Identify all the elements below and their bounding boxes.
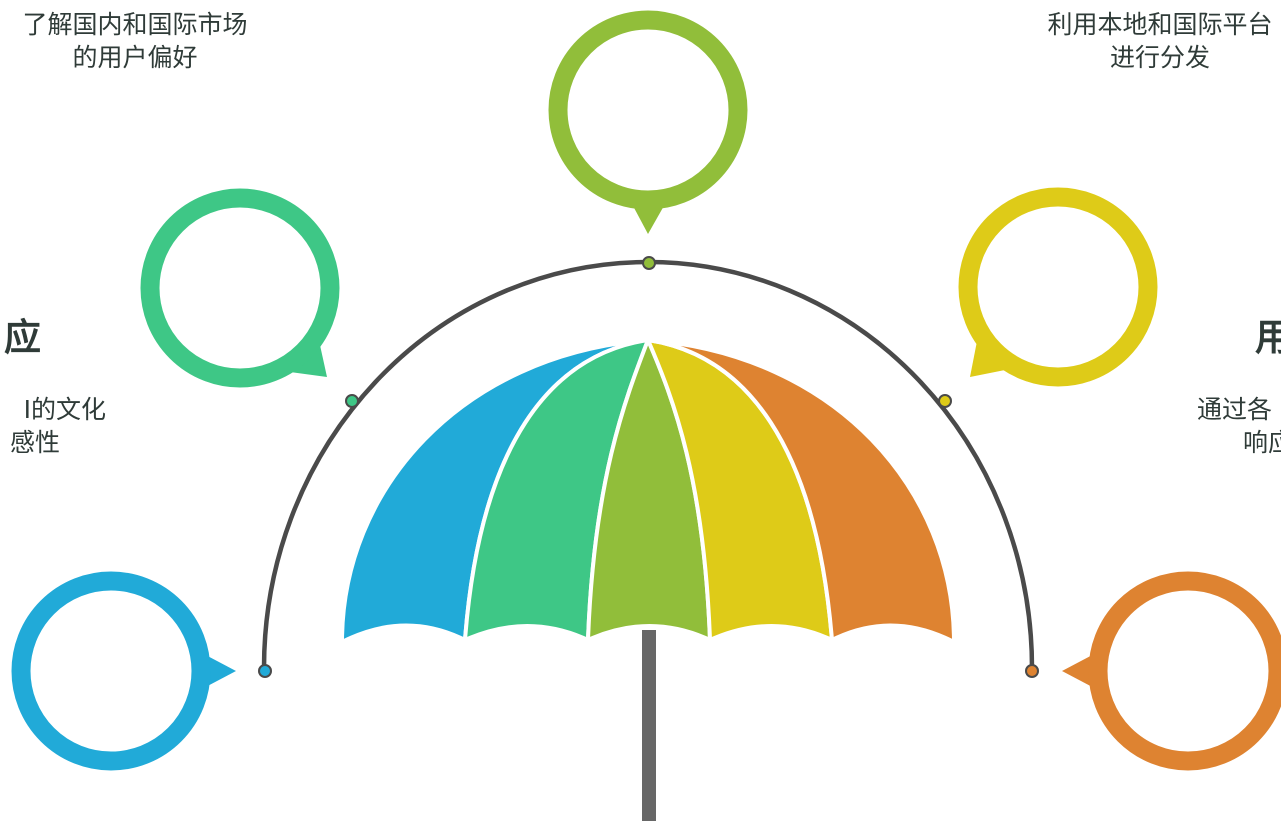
bubble-blue: [11, 571, 236, 771]
left-desc-line-2: 感性: [9, 428, 60, 457]
top-left-line-1: 了解国内和国际市场: [22, 10, 248, 39]
arc-dot-blue: [258, 664, 272, 678]
bubble-blue-ring: [11, 571, 211, 771]
left-heading: 应: [4, 316, 41, 359]
left-desc-line-1: I的文化: [23, 395, 106, 424]
umbrella-handle: [642, 630, 656, 821]
bubble-olive-pointer: [632, 204, 665, 234]
top-left-text: 了解国内和国际市场 的用户偏好: [0, 8, 280, 74]
arc-dot-yellow: [938, 394, 952, 408]
bubble-yellow-ring: [958, 187, 1158, 387]
bubble-orange: [1062, 571, 1281, 771]
top-right-line-1: 利用本地和国际平台: [1047, 10, 1273, 39]
bubble-green-ring: [140, 188, 340, 388]
bubble-orange-ring: [1088, 571, 1281, 771]
top-left-line-2: 的用户偏好: [72, 43, 198, 72]
right-desc-line-1: 通过各: [1197, 395, 1273, 424]
top-right-text: 利用本地和国际平台 进行分发: [1015, 8, 1281, 74]
bubble-olive-ring: [548, 10, 748, 210]
bubble-green: [140, 188, 340, 388]
canopy-segment-orange: [646, 338, 956, 644]
bubble-yellow: [958, 187, 1158, 387]
right-desc-line-2: 响应: [1243, 428, 1281, 457]
left-description: I的文化 感性: [0, 393, 106, 459]
right-heading: 用: [1255, 316, 1281, 359]
bubble-olive: [548, 10, 748, 234]
top-right-line-2: 进行分发: [1109, 43, 1210, 72]
arc-dot-green: [345, 394, 359, 408]
right-description: 通过各 响应: [1197, 393, 1281, 459]
arc-dot-orange: [1025, 664, 1039, 678]
arc-dot-olive: [642, 256, 656, 270]
